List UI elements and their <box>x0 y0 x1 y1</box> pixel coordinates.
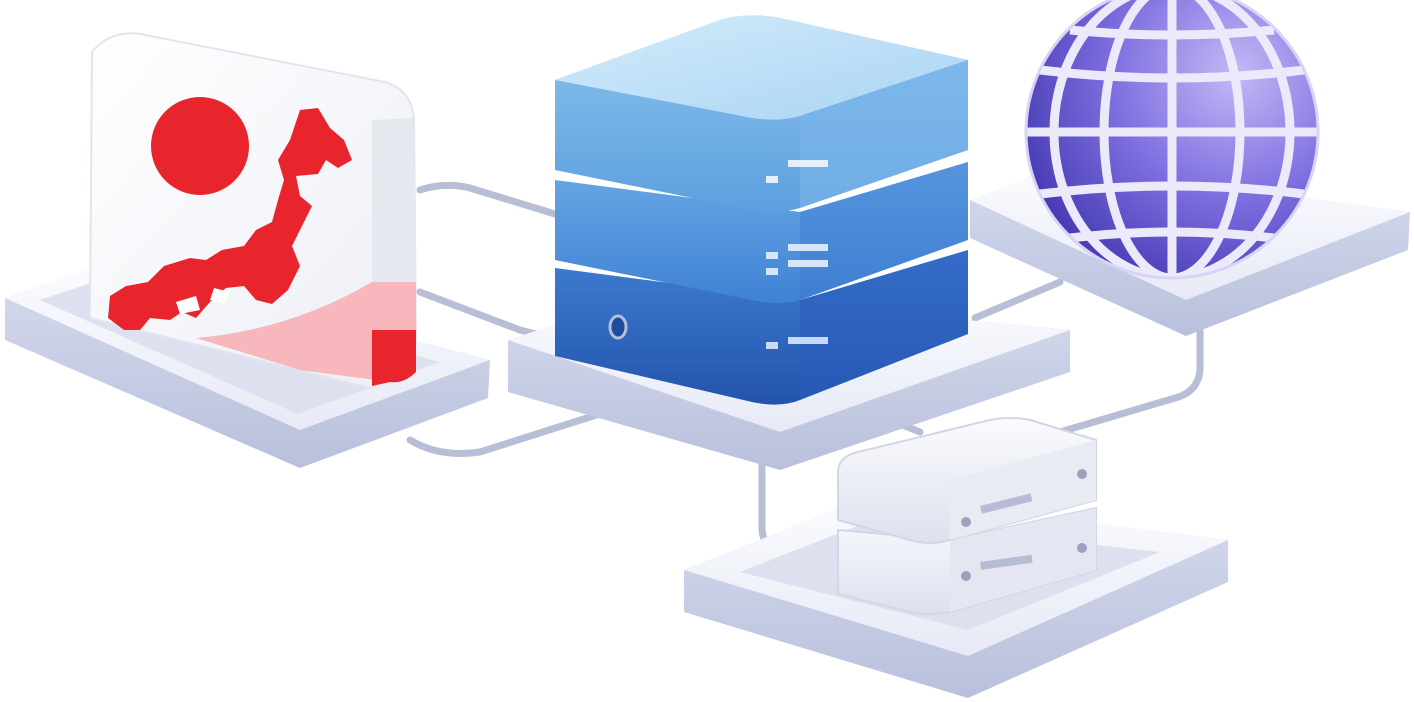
japan-node <box>5 32 490 468</box>
small-server-led-1 <box>961 517 971 527</box>
globe-node <box>970 0 1410 336</box>
server-led-2 <box>766 252 778 259</box>
server-port-icon <box>608 314 628 340</box>
japan-flag-sun-icon <box>151 97 249 195</box>
main-server-node <box>508 15 1070 470</box>
server-led-1 <box>766 176 778 183</box>
secondary-server-node <box>684 417 1228 698</box>
japan-map-icon <box>108 108 352 330</box>
server-led-3 <box>766 342 778 349</box>
small-server-led-2 <box>961 571 971 581</box>
